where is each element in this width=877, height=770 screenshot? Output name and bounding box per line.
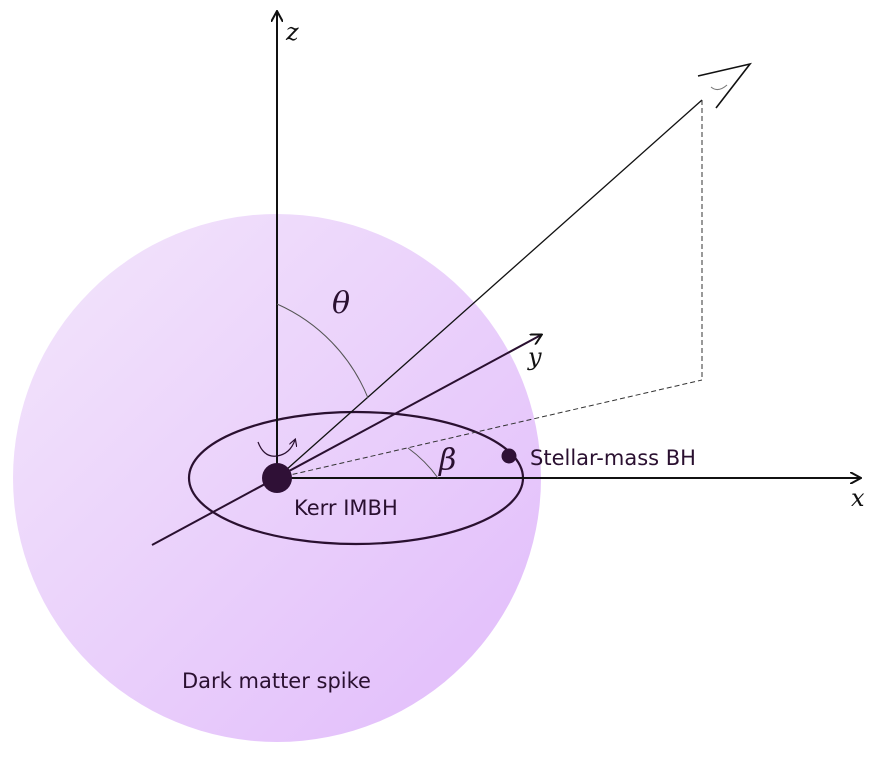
line-of-sight [276,99,703,479]
theta-arc [276,303,369,399]
x-axis-label: x [851,484,865,512]
spin-arrow-icon [257,440,295,457]
dark-matter-spike-label: Dark matter spike [182,669,371,693]
stellar-bh-dot [501,448,517,464]
kerr-imbh-label: Kerr IMBH [294,496,398,520]
projection-plane [276,379,703,479]
z-axis-label: z [285,18,299,46]
y-axis [151,335,541,546]
beta-label: β [438,443,456,478]
theta-label: θ [332,286,350,321]
kerr-imbh-dot [262,463,292,493]
stellar-bh-label: Stellar-mass BH [530,446,696,470]
observer-eye-icon [697,62,753,109]
y-axis-label: y [527,343,542,371]
beta-arc [407,447,439,479]
